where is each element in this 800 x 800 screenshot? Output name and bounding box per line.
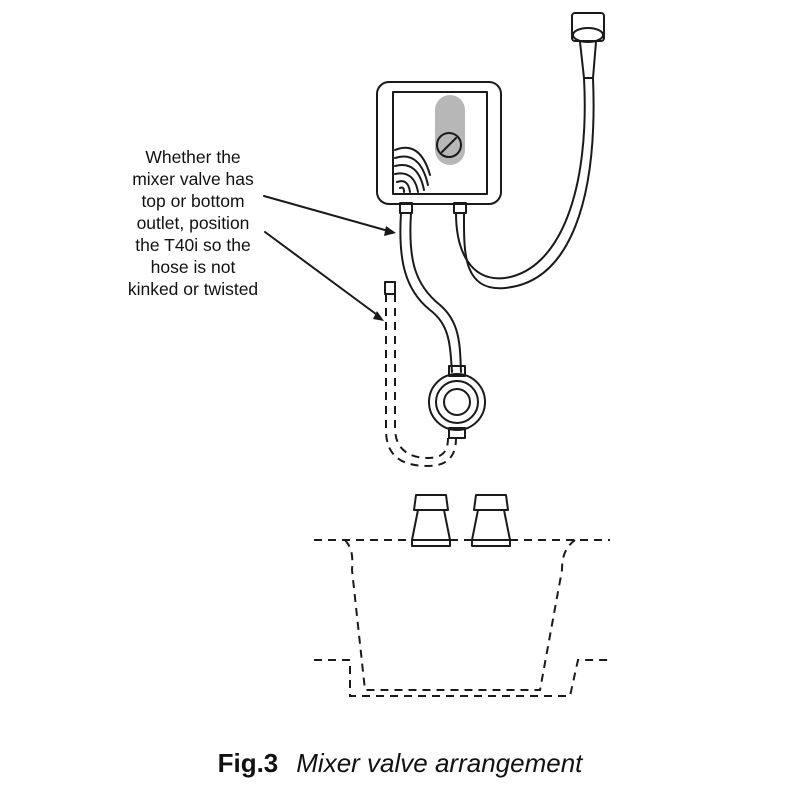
note-line: Whether the <box>145 147 241 167</box>
bath-basin-icon <box>314 539 610 697</box>
note-line: hose is not <box>150 257 236 277</box>
note-line: outlet, position <box>136 213 250 233</box>
figure-title: Mixer valve arrangement <box>296 748 583 778</box>
note-line: the T40i so the <box>135 235 251 255</box>
note-line: mixer valve has <box>132 169 254 189</box>
figure-caption: Fig.3 Mixer valve arrangement <box>0 748 800 779</box>
shower-unit-icon <box>376 81 502 214</box>
mixer-valve-icon <box>428 365 486 439</box>
hose <box>399 212 462 373</box>
figure-number: Fig.3 <box>217 748 279 778</box>
tap-icon <box>411 494 511 547</box>
shower-head-icon <box>455 12 605 290</box>
leader-lines <box>263 195 396 321</box>
note-line: top or bottom <box>141 191 245 211</box>
alternative-hose <box>384 281 457 468</box>
note-line: kinked or twisted <box>127 279 259 299</box>
installation-note: Whether the mixer valve has top or botto… <box>88 146 298 300</box>
